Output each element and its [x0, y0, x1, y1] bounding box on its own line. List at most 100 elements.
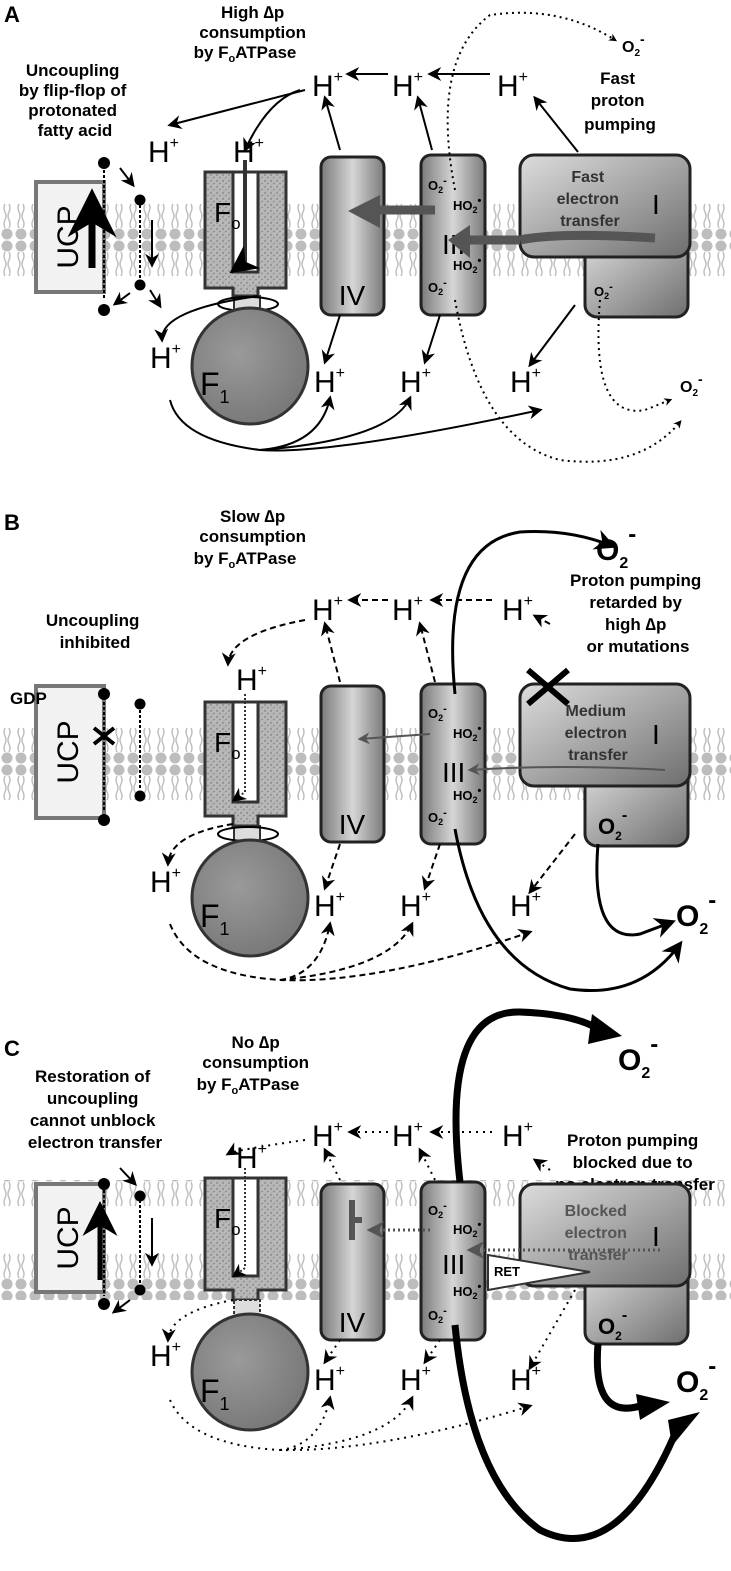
svg-text:H+: H+ [150, 865, 181, 899]
svg-text:H+: H+ [314, 365, 345, 399]
proton-labels: H+ H+ H+ H+ H+ H+ H+ H+ [150, 1119, 541, 1397]
panel-a: A High ∆p consumption by FoATPase Uncoup… [0, 2, 731, 463]
svg-text:H+: H+ [314, 1363, 345, 1397]
electron-flow-arrow [519, 230, 656, 245]
svg-text:O2-: O2- [594, 281, 613, 301]
uncoupling-label: Uncoupling by flip-flop of protonated fa… [19, 61, 131, 140]
o2-label: O2- [428, 175, 447, 195]
complex-i-label: I [652, 1221, 660, 1252]
f1-label: F1 [200, 1373, 230, 1414]
f1-label: F1 [200, 366, 230, 407]
complex-i [518, 1182, 692, 1288]
complex-iii [419, 1180, 487, 1342]
svg-text:H+: H+ [392, 593, 423, 627]
svg-text:HO2•: HO2• [453, 785, 482, 805]
svg-text:O2-: O2- [676, 887, 716, 938]
gdp-label: GDP [10, 689, 47, 708]
ret-wedge [487, 1253, 591, 1292]
proton-labels: H+ H+ H+ H+ H+ H+ H+ H+ H+ [148, 69, 541, 399]
complex-i-label: I [652, 189, 660, 220]
svg-text:H+: H+ [510, 889, 541, 923]
consumption-label: Slow ∆p consumption by FoATPase [194, 507, 311, 571]
fo-label: Fo [214, 1203, 241, 1239]
svg-text:H+: H+ [502, 593, 533, 627]
complex-i [518, 682, 692, 788]
svg-text:H+: H+ [400, 889, 431, 923]
superoxide-label: O2- [622, 31, 645, 59]
ucp-label: UCP [52, 720, 85, 783]
fatty-acid-head [98, 157, 110, 169]
svg-text:O2-: O2- [598, 807, 627, 843]
svg-text:H+: H+ [392, 69, 423, 103]
panel-c: C No ∆p consumption by FoATPase Restorat… [0, 1008, 731, 1542]
f1-subunit [190, 306, 310, 426]
uncoupling-label: Restoration of uncoupling cannot unblock… [28, 1067, 163, 1152]
svg-text:O2-: O2- [428, 1200, 447, 1220]
o2-label: O2- [428, 277, 447, 297]
svg-text:H+: H+ [312, 1119, 343, 1153]
f1-label: F1 [200, 898, 230, 939]
proton-labels: H+ H+ H+ H+ H+ H+ H+ H+ [150, 593, 541, 923]
svg-text:H+: H+ [236, 663, 267, 697]
consumption-label: No ∆p consumption by FoATPase [197, 1033, 314, 1097]
ucp-label: UCP [52, 1206, 85, 1269]
electron-transfer-label: Blocked electron transfer [565, 1203, 632, 1264]
svg-text:O2-: O2- [428, 807, 447, 827]
svg-text:H+: H+ [314, 889, 345, 923]
electron-transfer-label: Fast electron transfer [557, 169, 624, 230]
svg-text:H+: H+ [400, 1363, 431, 1397]
block-x [92, 726, 116, 746]
pumping-label: Proton pumping retarded by high ∆p or mu… [570, 571, 706, 656]
electron-transfer-label: Medium electron transfer [565, 703, 632, 764]
complex-iv-label: IV [339, 280, 366, 311]
consumption-label: High ∆p consumption by FoATPase [194, 3, 311, 65]
svg-text:H+: H+ [392, 1119, 423, 1153]
panel-letter: B [4, 510, 20, 535]
fo-label: Fo [214, 727, 241, 763]
svg-text:H+: H+ [150, 1339, 181, 1373]
complex-iii-label: III [442, 1249, 465, 1280]
panel-letter: A [4, 2, 20, 27]
fatty-acid-head [98, 304, 110, 316]
panel-b: B Slow ∆p consumption by FoATPase Uncoup… [0, 507, 731, 993]
ucp-label: UCP [52, 205, 85, 268]
f1-subunit [190, 838, 310, 958]
complex-iv [319, 684, 386, 844]
svg-text:H+: H+ [312, 69, 343, 103]
svg-text:O2-: O2- [618, 1031, 658, 1082]
complex-i-label: I [652, 719, 660, 750]
svg-text:O2-: O2- [598, 1307, 627, 1343]
svg-text:H+: H+ [148, 135, 179, 169]
svg-text:H+: H+ [400, 365, 431, 399]
svg-text:H+: H+ [233, 135, 264, 169]
complex-iii [419, 153, 487, 317]
complex-iv [319, 155, 386, 317]
svg-text:HO2•: HO2• [453, 1281, 482, 1301]
uncoupling-label: Uncoupling inhibited [46, 611, 144, 652]
panel-letter: C [4, 1036, 20, 1061]
block-x [526, 667, 570, 707]
f1-subunit [190, 1312, 310, 1432]
proton-arrows [154, 67, 579, 452]
complex-iv-label: IV [339, 1307, 366, 1338]
svg-text:H+: H+ [510, 1363, 541, 1397]
svg-text:H+: H+ [497, 69, 528, 103]
svg-text:HO2•: HO2• [453, 723, 482, 743]
complex-iii-label: III [442, 757, 465, 788]
ret-label: RET [494, 1264, 520, 1279]
superoxide-label: O2- [680, 371, 703, 399]
svg-text:O2-: O2- [428, 703, 447, 723]
svg-text:H+: H+ [502, 1119, 533, 1153]
complex-iv-label: IV [339, 809, 366, 840]
svg-text:O2-: O2- [676, 1353, 716, 1404]
ho2-label: HO2• [453, 195, 482, 215]
pumping-label: Fast proton pumping [584, 69, 656, 134]
svg-text:H+: H+ [312, 593, 343, 627]
svg-text:HO2•: HO2• [453, 1219, 482, 1239]
ho2-label: HO2• [453, 255, 482, 275]
svg-text:O2-: O2- [596, 521, 636, 572]
svg-text:H+: H+ [510, 365, 541, 399]
svg-text:H+: H+ [150, 341, 181, 375]
svg-text:O2-: O2- [428, 1305, 447, 1325]
